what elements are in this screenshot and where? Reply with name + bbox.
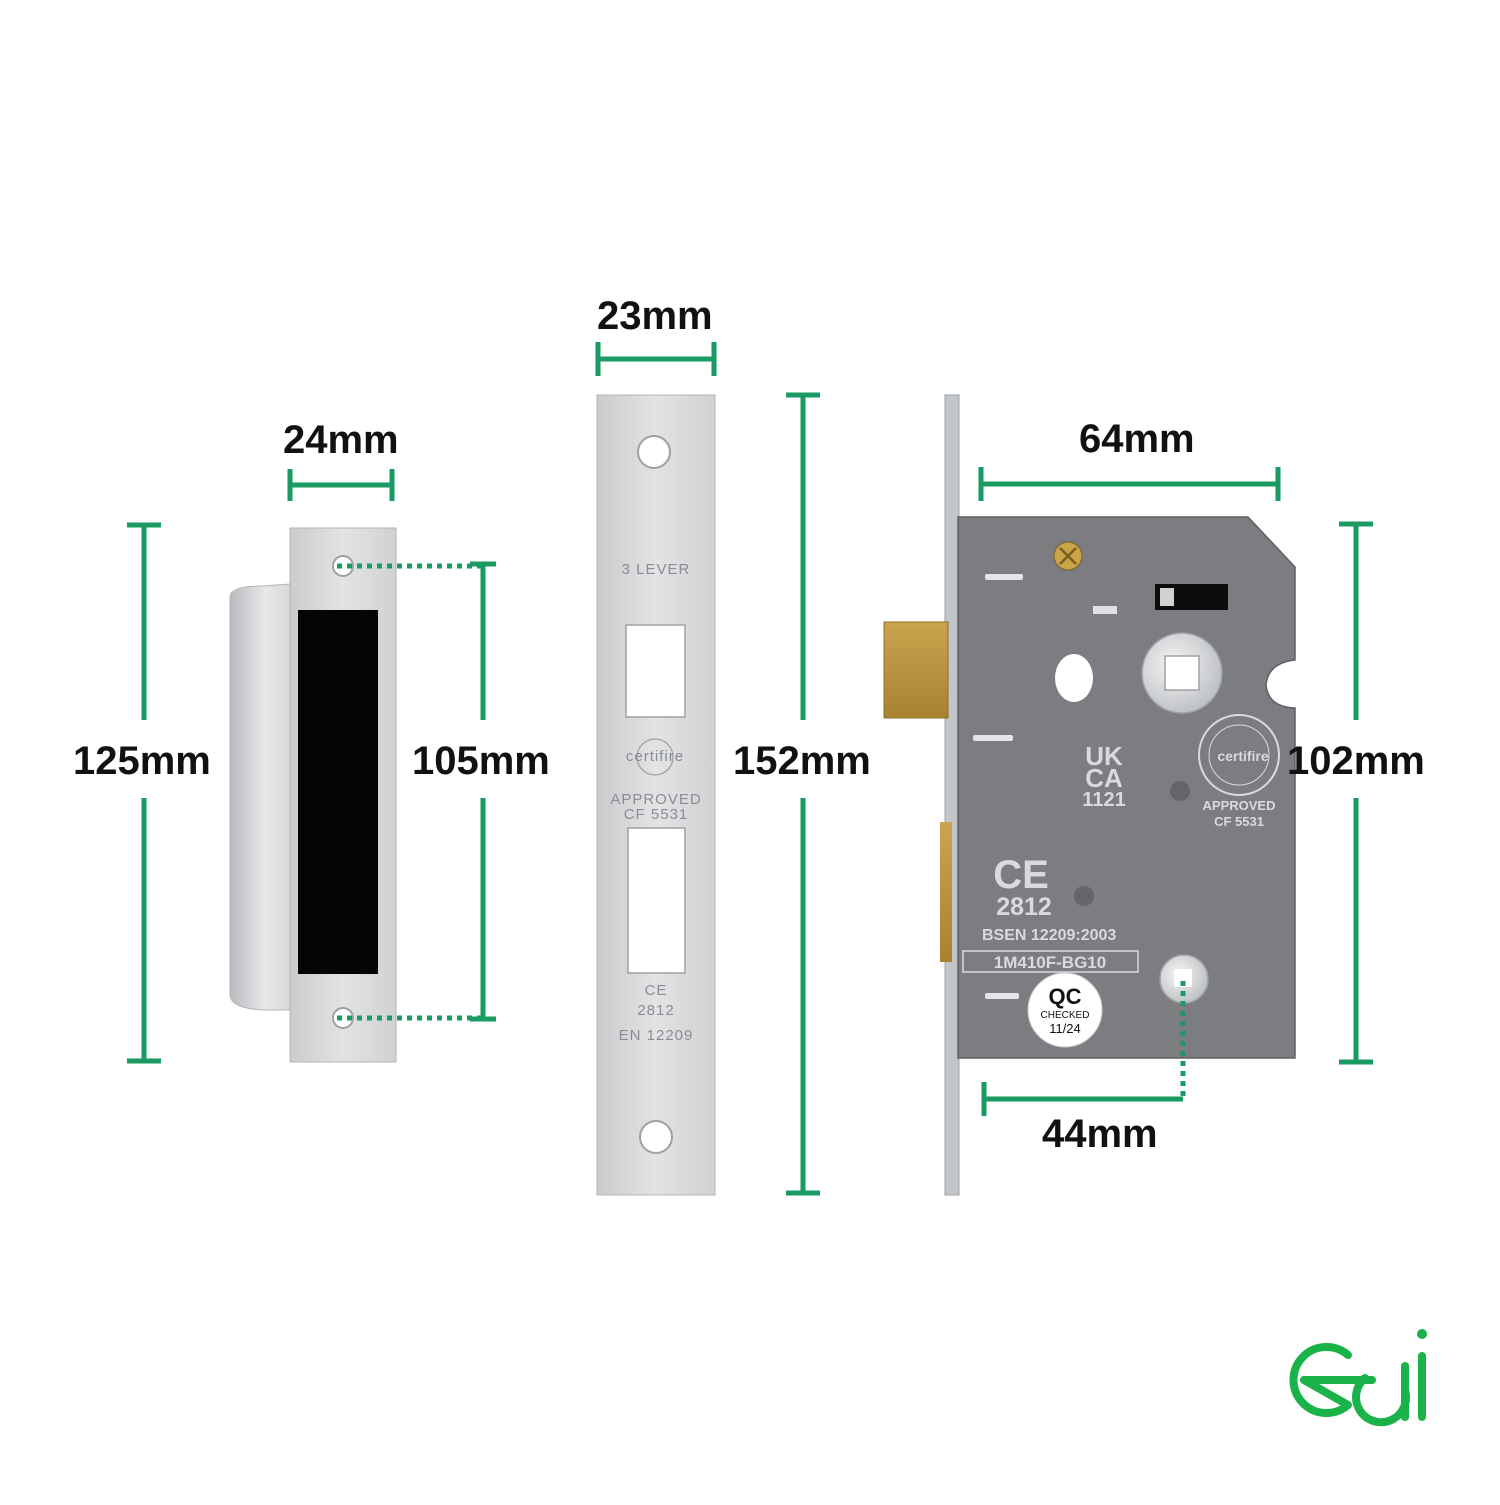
strike-screw-hole-bottom (332, 1007, 354, 1029)
dimension-lines (127, 342, 1373, 1196)
logo-e-glyph-icon (1289, 1343, 1376, 1417)
dim-line-strike-holes (470, 561, 496, 1022)
strike-screw-hole-top (332, 555, 354, 577)
forend-bolt-slot (627, 827, 686, 974)
cylinder-hub-hole (1174, 969, 1192, 987)
label-case-depth: 64mm (1079, 417, 1195, 461)
forend-screw-hole-bottom (639, 1120, 673, 1154)
eai-logo (1289, 1329, 1427, 1427)
dimension-leaders (337, 563, 1186, 1099)
ukca-line-1: UK (1085, 741, 1123, 771)
qc-sticker (1027, 972, 1103, 1048)
deadbolt-edge (940, 822, 952, 962)
dim-line-strike-height (127, 522, 161, 1064)
case-approved-text: APPROVED (1203, 798, 1276, 813)
model-box (962, 950, 1139, 973)
screw-cross-icon (1059, 547, 1077, 565)
latch-bolt (883, 621, 949, 719)
certifire-seal-inner (1208, 724, 1270, 786)
case-keyhole (1055, 654, 1093, 702)
strike-plate (229, 527, 397, 1063)
sashlock-body: UK CA 1121 CE 2812 BSEN 12209:2003 1M410… (883, 394, 1296, 1196)
case-model-text: 1M410F-BG10 (994, 953, 1106, 972)
ukca-line-2: CA (1085, 763, 1123, 793)
case-small-slot (1093, 606, 1117, 614)
dim-line-backset (981, 1082, 1183, 1116)
label-strike-height: 125mm (73, 739, 211, 783)
case-cf-text: CF 5531 (1214, 814, 1264, 829)
label-forend-width: 23mm (597, 294, 713, 338)
dim-line-forend-height (786, 392, 820, 1196)
certifire-seal-text: certifire (1217, 748, 1269, 764)
lock-case (957, 516, 1296, 1059)
forend-approved-text: APPROVED (610, 791, 701, 808)
forend-lever-text: 3 LEVER (622, 561, 691, 578)
forend-certfire-text: certifire (626, 748, 684, 765)
certifire-seal (1198, 714, 1280, 796)
forend-cf-text: CF 5531 (624, 806, 689, 823)
forend-latch-slot (625, 624, 686, 718)
case-bsen-text: BSEN 12209:2003 (982, 927, 1116, 944)
dim-line-case-height (1339, 521, 1373, 1065)
label-backset: 44mm (1042, 1112, 1158, 1156)
dim-line-forend-width (595, 342, 717, 376)
forend-en-text: EN 12209 (619, 1027, 694, 1044)
forend-ce-number: 2812 (637, 1002, 674, 1019)
spindle-square-hole (1164, 655, 1200, 691)
forend-ce-text: CE (645, 982, 668, 999)
case-ce-mark: CE (993, 853, 1049, 897)
case-rivet-1 (1170, 781, 1190, 801)
lever-pin (1160, 588, 1174, 606)
case-ce-number: 2812 (996, 893, 1052, 921)
dim-line-strike-width (287, 469, 395, 501)
label-case-height: 102mm (1287, 739, 1425, 783)
qc-checked: CHECKED (1041, 1010, 1090, 1021)
strike-latch-recess (298, 610, 378, 974)
logo-a-glyph-icon (1352, 1362, 1411, 1427)
forend-certfire-mark (636, 738, 674, 776)
logo-i-dot-icon (1417, 1329, 1427, 1339)
dim-line-case-depth (978, 467, 1281, 501)
forend-screw-hole-top (637, 435, 671, 469)
case-slot-3 (985, 993, 1019, 999)
qc-label: QC (1049, 984, 1082, 1009)
body-forend-edge (944, 394, 960, 1196)
case-rivet-2 (1074, 886, 1094, 906)
label-strike-width: 24mm (283, 418, 399, 462)
case-slot-1 (985, 574, 1023, 580)
lock-forend: 3 LEVER certifire APPROVED CF 5531 CE 28… (596, 394, 716, 1196)
label-strike-hole-spacing: 105mm (412, 739, 550, 783)
label-forend-height: 152mm (733, 739, 871, 783)
qc-date: 11/24 (1049, 1021, 1081, 1036)
case-slot-2 (973, 735, 1013, 741)
ukca-number: 1121 (1082, 789, 1125, 811)
